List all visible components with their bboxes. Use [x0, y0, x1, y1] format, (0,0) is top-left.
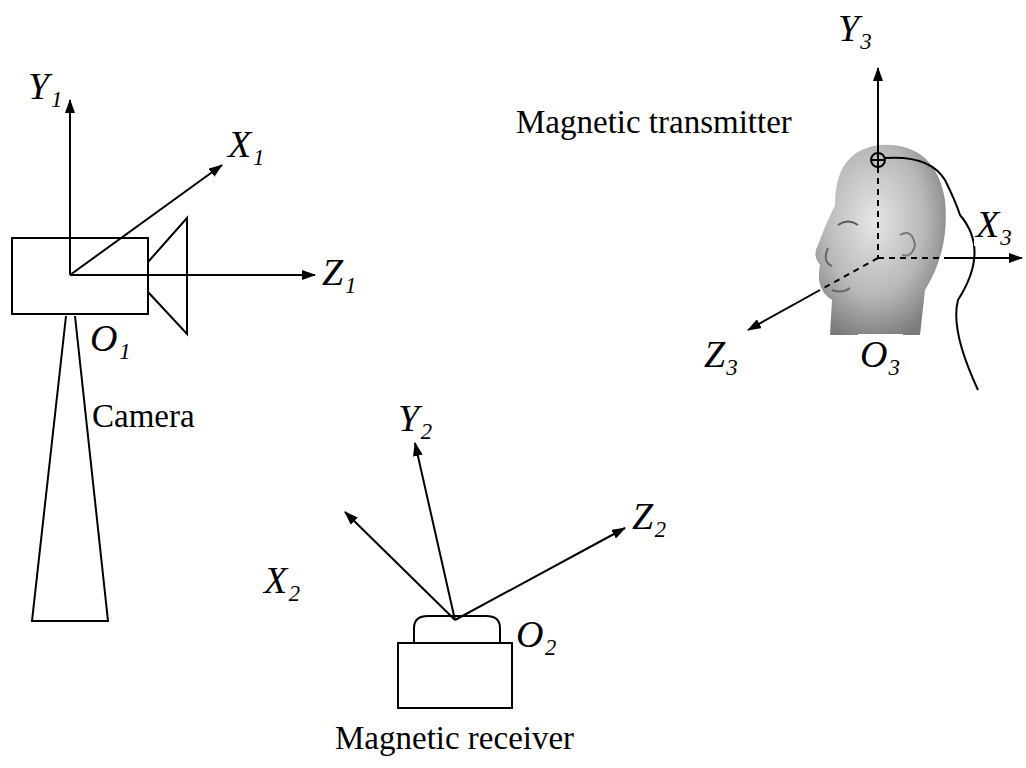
axis-label: Z₃: [702, 334, 740, 376]
axis-label: X₂: [262, 560, 302, 602]
transmitter-symbol: [871, 153, 885, 167]
part-label: Magnetic receiver: [333, 720, 576, 756]
head: [815, 145, 945, 335]
axis-label: Y₁: [26, 66, 64, 108]
part-label: Camera: [90, 398, 197, 434]
origin-label: O₂: [514, 614, 559, 656]
axis-label: X₃: [974, 204, 1014, 246]
origin-label: O₁: [88, 318, 133, 360]
camera-axes: [70, 100, 315, 275]
receiver-axes: [345, 443, 625, 620]
axis-label: X₁: [226, 124, 266, 166]
origin-label: O₃: [858, 334, 903, 376]
magnetic-receiver: [398, 616, 512, 708]
part-label: Magnetic transmitter: [514, 104, 794, 140]
axis-label: Z₂: [630, 496, 668, 538]
axis-label: Z₁: [320, 252, 358, 294]
axis-label: Y₃: [836, 8, 874, 50]
axis-label: Y₂: [396, 398, 434, 440]
